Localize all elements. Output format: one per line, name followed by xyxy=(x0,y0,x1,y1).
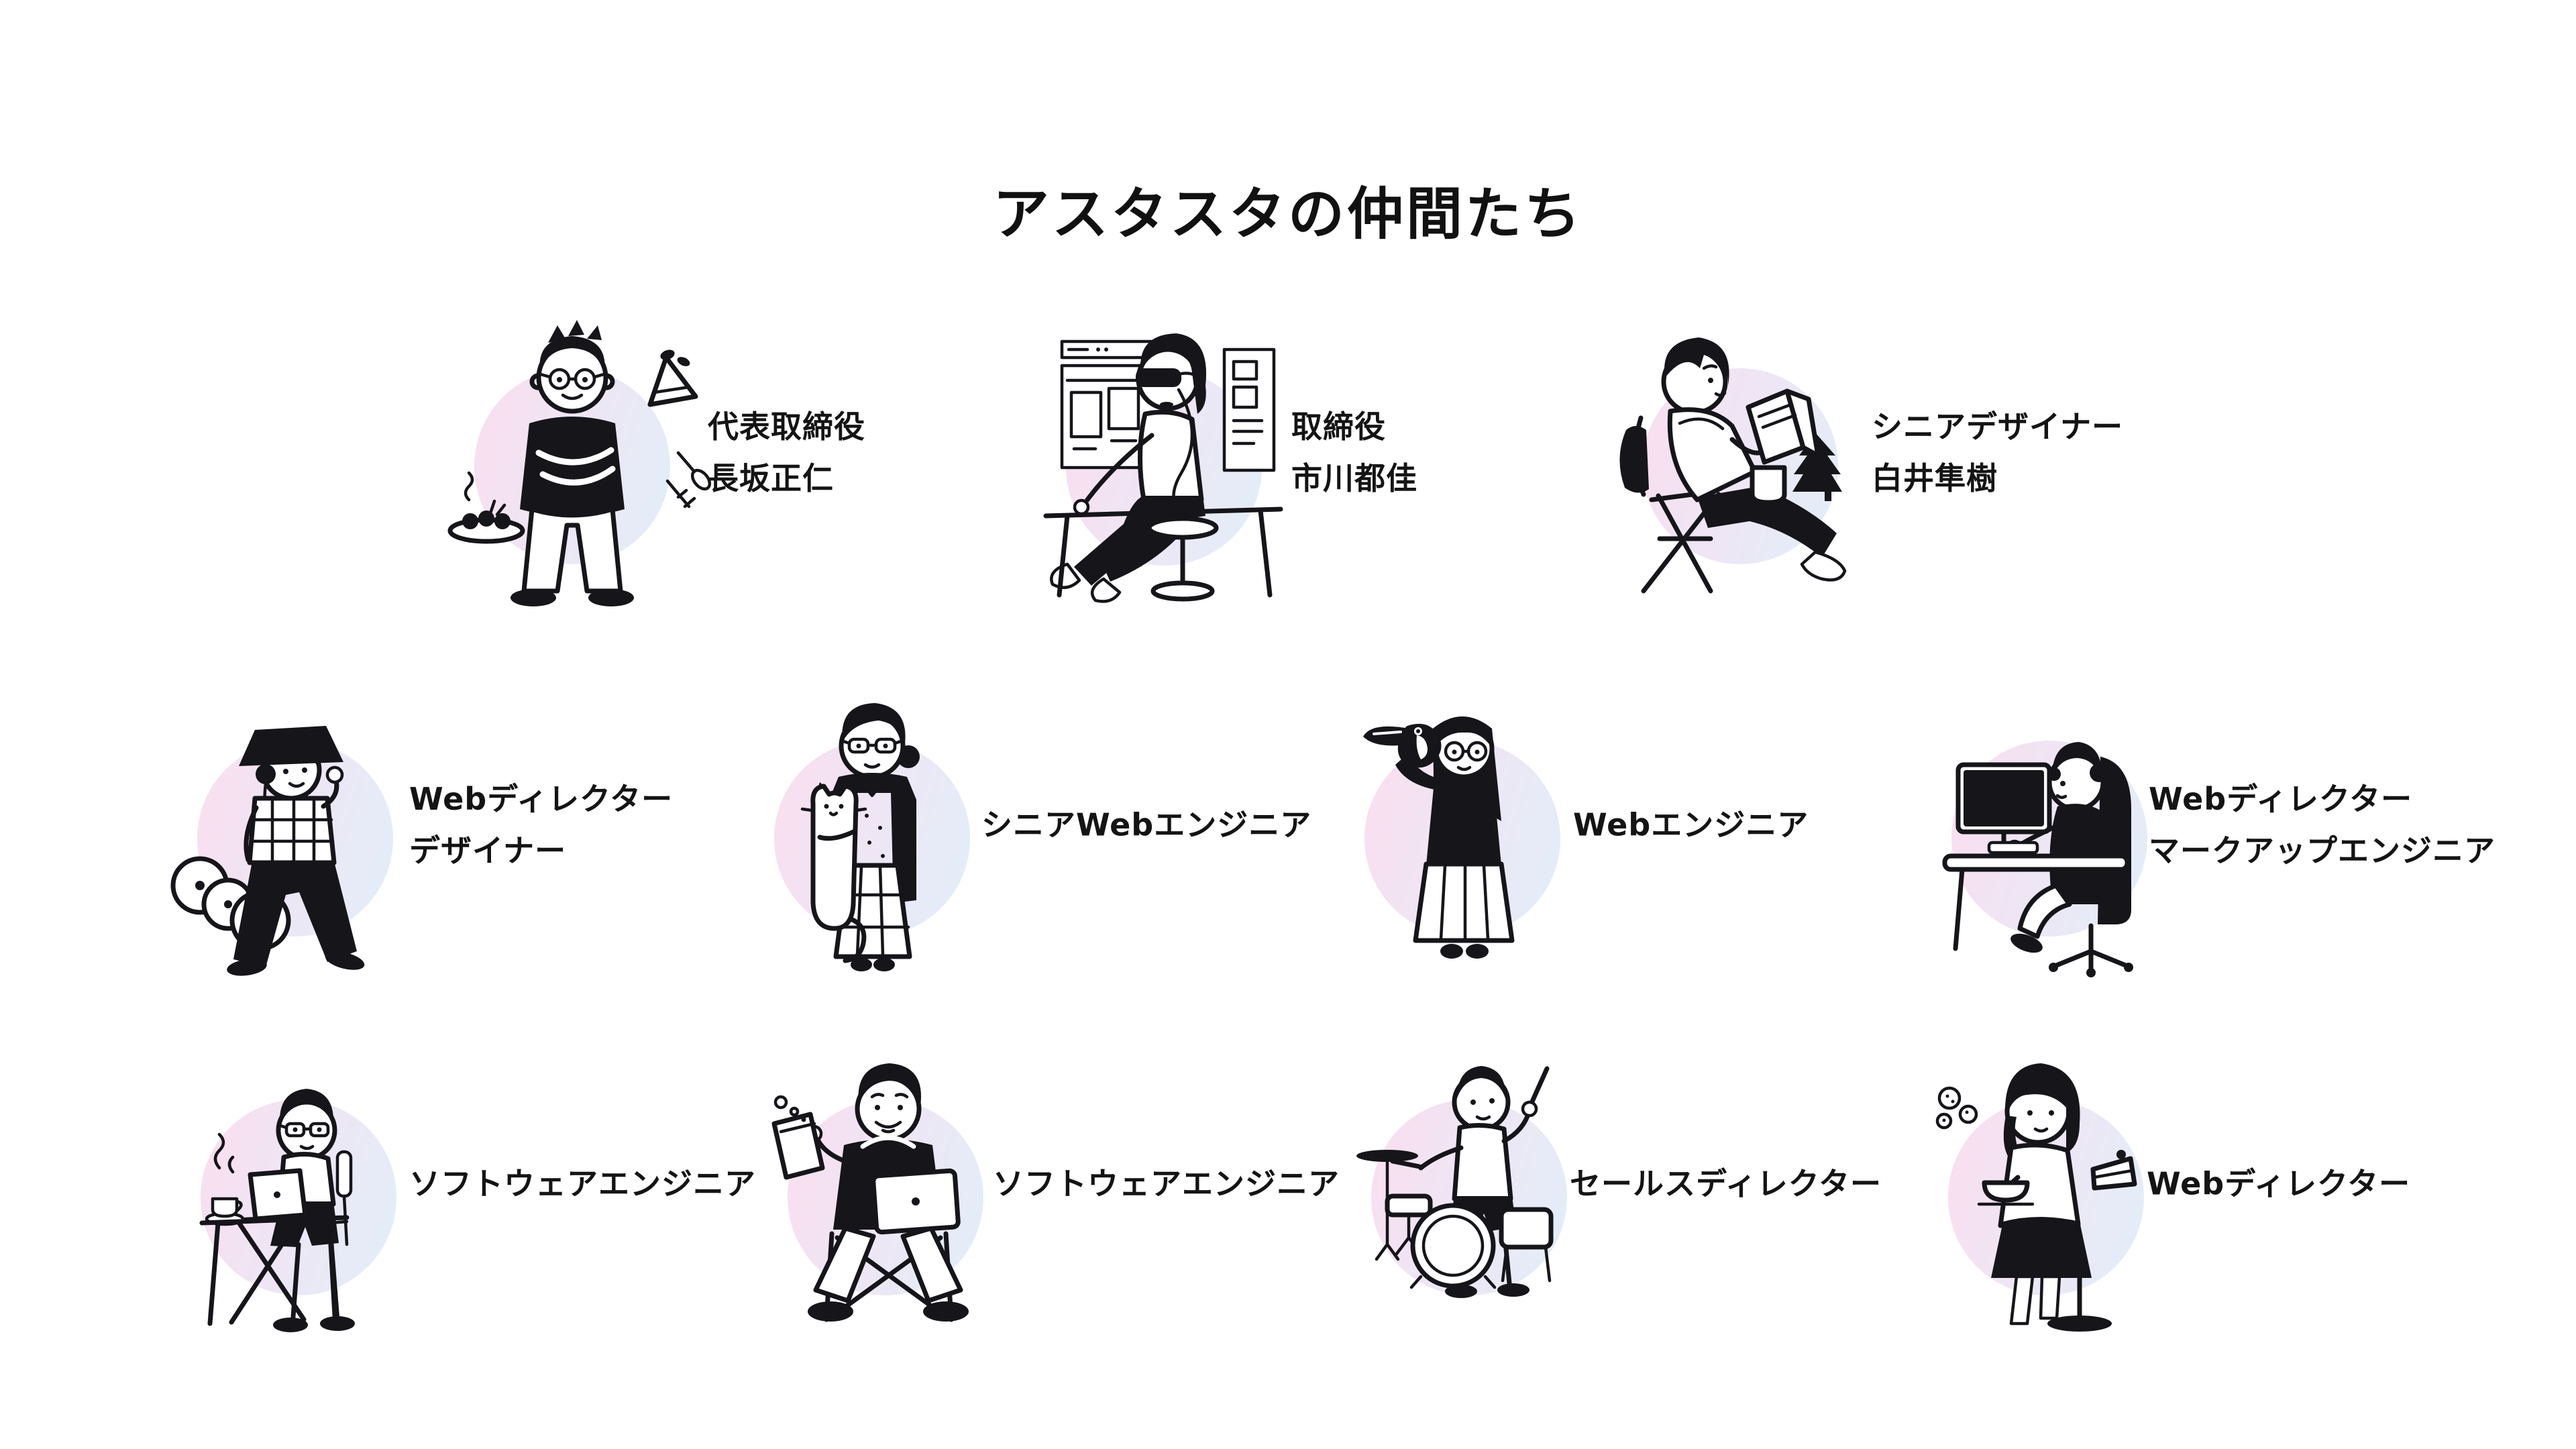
member-role: デザイナー xyxy=(409,833,567,869)
illustration-hat-headphones-records xyxy=(170,726,393,976)
open-book-icon xyxy=(1746,388,1821,465)
laptop-icon xyxy=(243,1168,313,1222)
monitor-icon xyxy=(1955,762,2052,849)
figure xyxy=(804,1063,969,1322)
figure xyxy=(1661,337,1847,582)
whisk-spatula-icon xyxy=(665,451,712,508)
member-label: セールスディレクター xyxy=(1570,1159,1882,1210)
laptop-icon xyxy=(871,1168,961,1235)
illustration-drum-kit xyxy=(1356,1066,1567,1298)
figure xyxy=(1991,1063,2092,1326)
member-label: 代表取締役 長坂正仁 xyxy=(708,401,865,504)
member-label: シニアWebエンジニア xyxy=(981,800,1311,851)
illustration-reading-camp-chair xyxy=(1619,337,1847,594)
crepe-icon xyxy=(647,350,698,407)
illustration-desktop-headphones xyxy=(1942,741,2147,977)
illustration-holding-cat xyxy=(774,703,970,971)
member-role: Webディレクター xyxy=(2147,1165,2411,1202)
headphone-cup xyxy=(2090,763,2108,782)
member-role: マークアップエンジニア xyxy=(2149,833,2496,869)
member-role: 取締役 xyxy=(1291,409,1386,445)
member-name: 長坂正仁 xyxy=(708,460,834,496)
member-role: Webディレクター xyxy=(2149,781,2413,817)
foot xyxy=(851,958,872,971)
teacup-icon xyxy=(1977,1180,2035,1206)
cat-icon xyxy=(800,782,867,963)
headphone-icon xyxy=(256,764,276,784)
member-role: シニアWebエンジニア xyxy=(981,806,1312,843)
illustration-tea-and-cake xyxy=(1935,1063,2144,1332)
member-name: 市川都佳 xyxy=(1291,460,1417,496)
stool-icon xyxy=(1146,516,1219,602)
desk-icon xyxy=(1043,506,1283,598)
keyboard-icon xyxy=(1987,841,2039,855)
cake-slice-icon xyxy=(2090,1150,2137,1191)
beer-jug-icon xyxy=(771,1095,825,1180)
member-label: Webディレクター デザイナー xyxy=(409,773,673,877)
figure xyxy=(227,726,365,976)
takoyaki-plate-icon xyxy=(447,471,525,544)
headphone-band xyxy=(2053,749,2100,766)
toucan-icon xyxy=(1363,724,1452,784)
stool-icon xyxy=(2047,1274,2112,1332)
illustration-laptop-desk-coffee xyxy=(199,1089,396,1332)
camp-chair-icon xyxy=(824,1231,954,1322)
illustration-laptop-beer-jug xyxy=(771,1063,983,1322)
member-name: 白井隼樹 xyxy=(1872,460,1998,496)
member-role: 代表取締役 xyxy=(708,409,865,445)
member-label: Webディレクター マークアップエンジニア xyxy=(2149,773,2496,877)
page-title: アスタスタの仲間たち xyxy=(992,181,1583,248)
member-label: ソフトウェアエンジニア xyxy=(409,1159,756,1210)
member-role: セールスディレクター xyxy=(1570,1165,1882,1202)
vr-goggles-icon xyxy=(1136,368,1181,387)
illustration-ceo-crossed-arms xyxy=(447,320,712,606)
desk-icon xyxy=(199,1215,350,1326)
member-role: Webディレクター xyxy=(409,781,674,817)
desk-icon xyxy=(1942,841,2130,951)
member-role: Webエンジニア xyxy=(1573,806,1809,843)
figure xyxy=(511,320,634,606)
drum-kit-icon xyxy=(1385,1193,1554,1289)
illustration-toucan-bird xyxy=(1363,716,1560,959)
arm xyxy=(817,829,856,841)
member-role: ソフトウェアエンジニア xyxy=(409,1165,756,1202)
member-role: シニアデザイナー xyxy=(1872,409,2124,445)
illustration-vr-headset-desk xyxy=(1043,333,1283,603)
member-label: ソフトウェアエンジニア xyxy=(993,1159,1340,1210)
camp-chair-icon xyxy=(1633,415,1721,594)
member-label: シニアデザイナー 白井隼樹 xyxy=(1872,401,2123,504)
member-label: 取締役 市川都佳 xyxy=(1291,401,1417,504)
cookies-icon xyxy=(1935,1086,1978,1130)
member-role: ソフトウェアエンジニア xyxy=(993,1165,1340,1202)
bucket-hat-icon xyxy=(239,726,343,766)
member-label: Webエンジニア xyxy=(1573,800,1809,851)
mug-icon xyxy=(1750,465,1787,505)
foot xyxy=(873,958,895,971)
member-label: Webディレクター xyxy=(2147,1159,2410,1210)
office-chair-icon xyxy=(2049,757,2133,977)
